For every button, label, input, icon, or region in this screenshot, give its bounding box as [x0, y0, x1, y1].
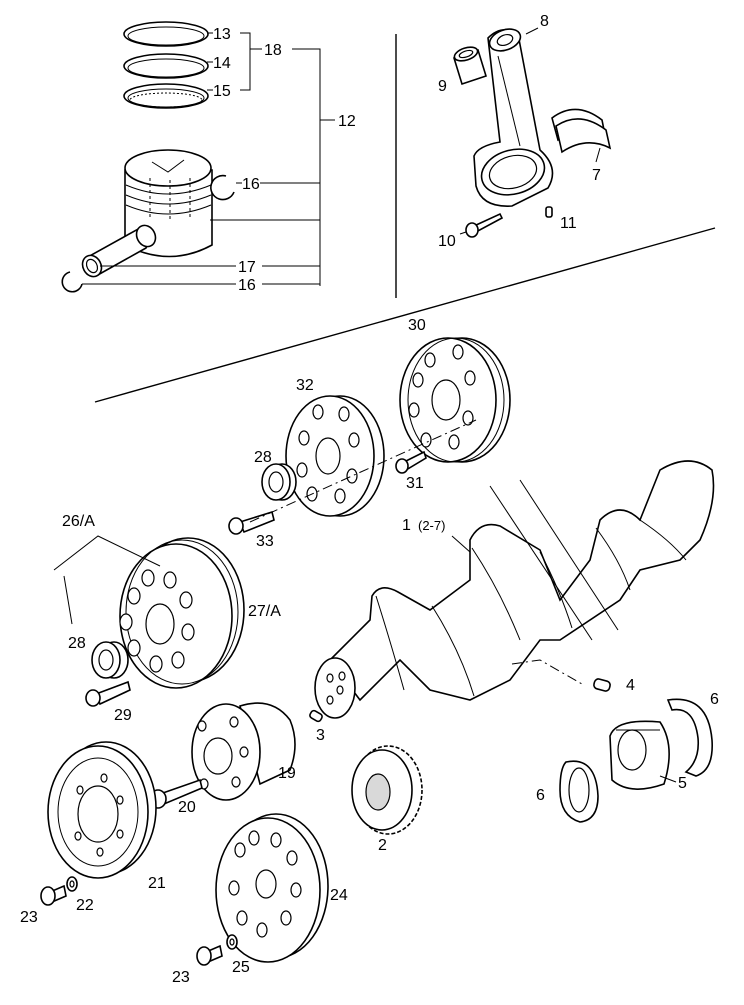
label-16-upper: 16 — [242, 176, 260, 193]
label-26A: 26/A — [62, 513, 95, 530]
label-9: 9 — [438, 78, 447, 95]
label-30: 30 — [408, 317, 426, 334]
label-16-lower: 16 — [238, 277, 256, 294]
label-10: 10 — [438, 233, 456, 250]
leader-1 — [451, 535, 471, 553]
rod-bolt-10 — [465, 212, 504, 238]
spacer-28-lower — [91, 641, 129, 679]
label-6-right: 6 — [710, 691, 719, 708]
part-labels: 13 14 15 18 12 16 17 16 8 9 7 11 10 30 3… — [20, 13, 719, 986]
label-28-lower: 28 — [68, 635, 86, 652]
washer-25 — [226, 934, 238, 950]
label-2: 2 — [378, 837, 387, 854]
damper-21 — [47, 741, 157, 879]
bolt-23-upper — [40, 884, 67, 906]
circlip-16-lower — [61, 271, 83, 293]
thrust-washer-6-right — [666, 698, 713, 777]
section-separators — [94, 34, 716, 403]
label-11: 11 — [560, 215, 577, 232]
crankshaft-1 — [314, 460, 715, 719]
label-8: 8 — [540, 13, 549, 30]
label-27A: 27/A — [248, 603, 281, 620]
gear-2 — [351, 745, 423, 835]
connecting-rod-8 — [473, 28, 554, 207]
main-bearing-5 — [609, 720, 670, 790]
piston-leaders — [82, 32, 335, 286]
label-24: 24 — [330, 887, 348, 904]
thrust-washer-6-left — [559, 760, 599, 823]
pulley-32 — [285, 395, 385, 517]
label-31: 31 — [406, 475, 424, 492]
label-13: 13 — [213, 26, 231, 43]
pulley-26A — [119, 537, 245, 689]
washer-22 — [66, 876, 78, 892]
dowel-4 — [593, 678, 611, 692]
label-19: 19 — [278, 765, 296, 782]
label-21: 21 — [148, 875, 166, 892]
piston-pin-17 — [81, 224, 157, 278]
label-14: 14 — [213, 55, 231, 72]
label-6-left: 6 — [536, 787, 545, 804]
bearing-shells-7 — [551, 108, 612, 154]
dowel-11 — [545, 206, 553, 218]
label-1: 1 — [402, 517, 411, 534]
label-12: 12 — [338, 113, 356, 130]
pulley-30 — [399, 337, 511, 463]
label-7: 7 — [592, 167, 601, 184]
label-18: 18 — [264, 42, 282, 59]
spacer-28-upper — [261, 463, 297, 501]
center-axis-upper — [249, 419, 477, 523]
piston-ring-14 — [123, 53, 209, 79]
label-3: 3 — [316, 727, 325, 744]
label-25: 25 — [232, 959, 250, 976]
piston-ring-15 — [123, 83, 209, 109]
label-33: 33 — [256, 533, 274, 550]
circlip-16-upper — [210, 174, 235, 201]
dowel-4-axis — [511, 659, 583, 685]
label-29: 29 — [114, 707, 132, 724]
leader-5 — [659, 775, 677, 783]
label-22: 22 — [76, 897, 94, 914]
label-23-lower: 23 — [172, 969, 190, 986]
bracket-26A-27A — [53, 535, 161, 625]
small-end-bushing-9 — [453, 46, 487, 86]
pulley-24 — [215, 813, 329, 963]
label-4: 4 — [626, 677, 635, 694]
label-20: 20 — [178, 799, 196, 816]
label-17: 17 — [238, 259, 256, 276]
rod-leaders — [459, 27, 601, 235]
label-32: 32 — [296, 377, 314, 394]
bolt-33 — [228, 510, 275, 535]
bolt-31 — [395, 450, 427, 474]
piston-ring-13 — [123, 21, 209, 47]
bolt-23-lower — [196, 944, 223, 966]
label-28-upper: 28 — [254, 449, 272, 466]
label-5: 5 — [678, 775, 687, 792]
label-15: 15 — [213, 83, 231, 100]
hub-19 — [191, 702, 296, 801]
bolt-29 — [85, 680, 131, 707]
piston-rings-group — [123, 21, 209, 109]
dowel-3 — [309, 709, 323, 723]
label-1-sub: (2-7) — [418, 518, 445, 533]
diagonal-separator — [94, 227, 716, 403]
label-23-upper: 23 — [20, 909, 38, 926]
